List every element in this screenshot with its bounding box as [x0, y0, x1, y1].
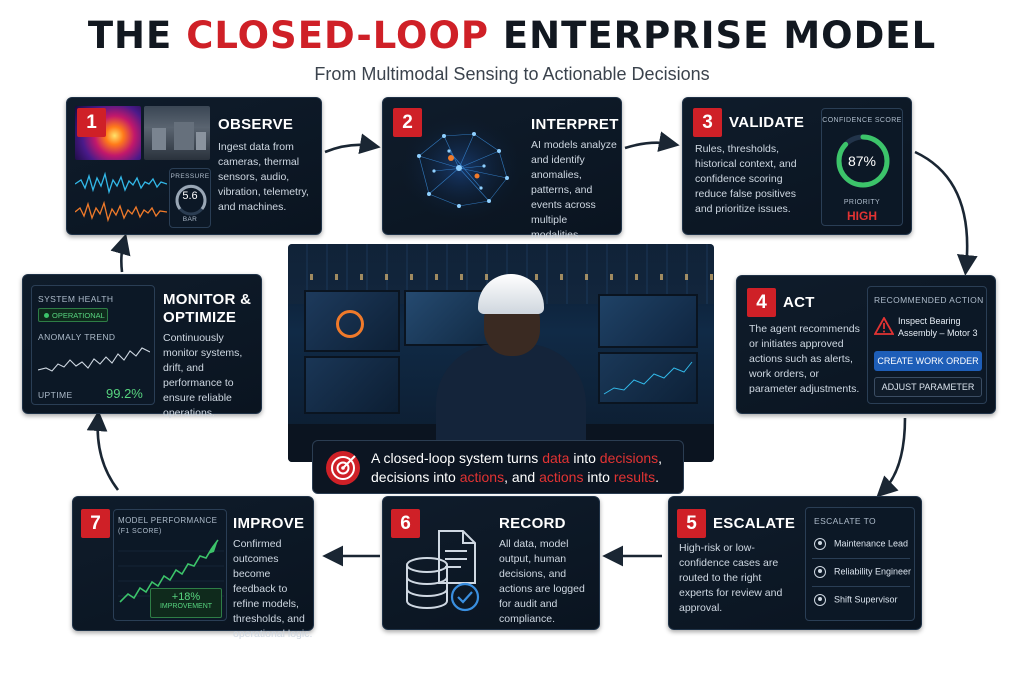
step-improve-title: IMPROVE	[233, 515, 305, 532]
step-record-card: 6 RECORD All data, model output, human d…	[382, 496, 600, 630]
arrow-3-to-4	[914, 150, 978, 276]
priority-label: PRIORITY	[843, 199, 881, 206]
callout-text: A closed-loop system turns data into dec…	[371, 450, 663, 485]
escalate-to-title: ESCALATE TO	[814, 516, 877, 526]
step-observe-card: PRESSURE 5.6 BAR 1 OBSERVE Ingest data f…	[66, 97, 322, 235]
arrow-2-to-3	[624, 131, 680, 152]
user-icon	[814, 594, 826, 606]
gauge-label: PRESSURE	[170, 173, 210, 180]
performance-chart-subtitle: (F1 SCORE)	[118, 528, 162, 535]
user-icon	[814, 538, 826, 550]
step-monitor-desc: Continuously monitor systems, drift, and…	[163, 332, 243, 419]
step-escalate-desc: High-risk or low-confidence cases are ro…	[679, 542, 783, 614]
recommended-action-title: RECOMMENDED ACTION	[874, 295, 984, 305]
monitor-screen	[598, 294, 698, 348]
pressure-gauge-panel: PRESSURE 5.6 BAR	[169, 168, 211, 228]
page-subtitle: From Multimodal Sensing to Actionable De…	[314, 64, 710, 84]
step-1-badge: 1	[77, 108, 106, 137]
escalate-to-panel: ESCALATE TO Maintenance Lead Reliability…	[805, 507, 915, 621]
priority-value: HIGH	[847, 209, 877, 223]
recommended-action-panel: RECOMMENDED ACTION Inspect Bearing Assem…	[867, 286, 987, 404]
arrow-4-to-5	[876, 417, 907, 498]
step-escalate-card: 5 ESCALATE High-risk or low-confidence c…	[668, 496, 922, 630]
step-interpret-title: INTERPRET	[531, 116, 619, 133]
arrow-1-to-2	[324, 133, 381, 155]
database-document-icon	[406, 530, 480, 612]
step-escalate-title: ESCALATE	[713, 515, 796, 532]
ai-brain-network-icon	[401, 116, 521, 220]
audio-waveform	[75, 171, 167, 223]
anomaly-trend-sparkline	[38, 347, 150, 372]
step-observe-desc: Ingest data from cameras, thermal sensor…	[218, 141, 309, 213]
health-label: SYSTEM HEALTH	[38, 294, 114, 304]
uptime-value: 99.2%	[106, 386, 143, 401]
escalate-person[interactable]: Maintenance Lead	[814, 538, 908, 550]
monitor-screen	[304, 356, 400, 414]
recommended-action-text: Inspect Bearing Assembly – Motor 3	[898, 316, 978, 338]
step-3-badge: 3	[693, 108, 722, 137]
step-monitor-title-line2: OPTIMIZE	[163, 309, 237, 326]
factory-camera-image	[144, 106, 210, 160]
model-performance-panel: MODEL PERFORMANCE (F1 SCORE) +18% IMPROV…	[113, 509, 227, 621]
performance-chart-title: MODEL PERFORMANCE	[118, 516, 218, 525]
confidence-label: CONFIDENCE SCORE	[822, 117, 902, 124]
trend-label: ANOMALY TREND	[38, 332, 116, 342]
divider	[812, 586, 910, 587]
step-6-badge: 6	[391, 509, 420, 538]
step-validate-desc: Rules, thresholds, historical context, a…	[695, 143, 797, 215]
step-validate-title: VALIDATE	[729, 114, 805, 131]
escalate-person[interactable]: Shift Supervisor	[814, 594, 898, 606]
step-improve-desc: Confirmed outcomes become feedback to re…	[233, 538, 313, 640]
step-5-badge: 5	[677, 509, 706, 538]
status-dot-icon	[44, 313, 49, 318]
user-icon	[814, 566, 826, 578]
step-improve-card: 7 MODEL PERFORMANCE (F1 SCORE) +18% IMPR…	[72, 496, 314, 640]
warning-icon	[874, 317, 894, 335]
confidence-gauge	[836, 134, 890, 188]
gauge-unit: BAR	[182, 216, 198, 223]
step-act-desc: The agent recommends or initiates approv…	[749, 323, 860, 395]
step-act-title: ACT	[783, 294, 815, 311]
improvement-badge: +18% IMPROVEMENT	[150, 588, 222, 618]
adjust-parameter-button[interactable]: ADJUST PARAMETER	[874, 377, 982, 397]
step-record-title: RECORD	[499, 515, 566, 532]
step-2-badge: 2	[393, 108, 422, 137]
step-monitor-title-line1: MONITOR &	[163, 291, 252, 308]
step-interpret-card: 2 INTERPRET AI models analyze and identi…	[382, 97, 622, 241]
gauge-value: 5.6	[182, 190, 198, 202]
uptime-label: UPTIME	[38, 390, 73, 400]
step-monitor-card: SYSTEM HEALTH OPERATIONAL ANOMALY TREND …	[22, 274, 262, 419]
target-icon	[326, 451, 360, 485]
confidence-score-panel: CONFIDENCE SCORE 87% PRIORITY HIGH	[821, 108, 903, 226]
arrow-7-to-monitor	[86, 410, 120, 491]
monitor-screen	[304, 290, 400, 352]
closed-loop-callout: A closed-loop system turns data into dec…	[312, 440, 684, 494]
step-interpret-desc: AI models analyze and identify anomalies…	[531, 139, 617, 241]
page-title: THE CLOSED-LOOP ENTERPRISE MODEL	[87, 14, 937, 57]
create-work-order-button[interactable]: CREATE WORK ORDER	[874, 351, 982, 371]
step-validate-card: 3 VALIDATE Rules, thresholds, historical…	[682, 97, 912, 235]
step-act-card: 4 ACT The agent recommends or initiates …	[736, 275, 996, 414]
gauge-ring	[175, 184, 207, 216]
monitor-screen	[598, 352, 698, 404]
confidence-value: 87%	[847, 153, 877, 169]
health-status-badge: OPERATIONAL	[38, 308, 108, 322]
step-observe-title: OBSERVE	[218, 116, 294, 133]
step-record-desc: All data, model output, human decisions,…	[499, 538, 585, 625]
step-4-badge: 4	[747, 288, 776, 317]
arrow-monitor-to-1	[110, 233, 131, 273]
escalate-person[interactable]: Reliability Engineer	[814, 566, 911, 578]
system-health-panel: SYSTEM HEALTH OPERATIONAL ANOMALY TREND …	[31, 285, 155, 405]
divider	[812, 558, 910, 559]
control-room-photo	[288, 244, 714, 462]
step-7-badge: 7	[81, 509, 110, 538]
